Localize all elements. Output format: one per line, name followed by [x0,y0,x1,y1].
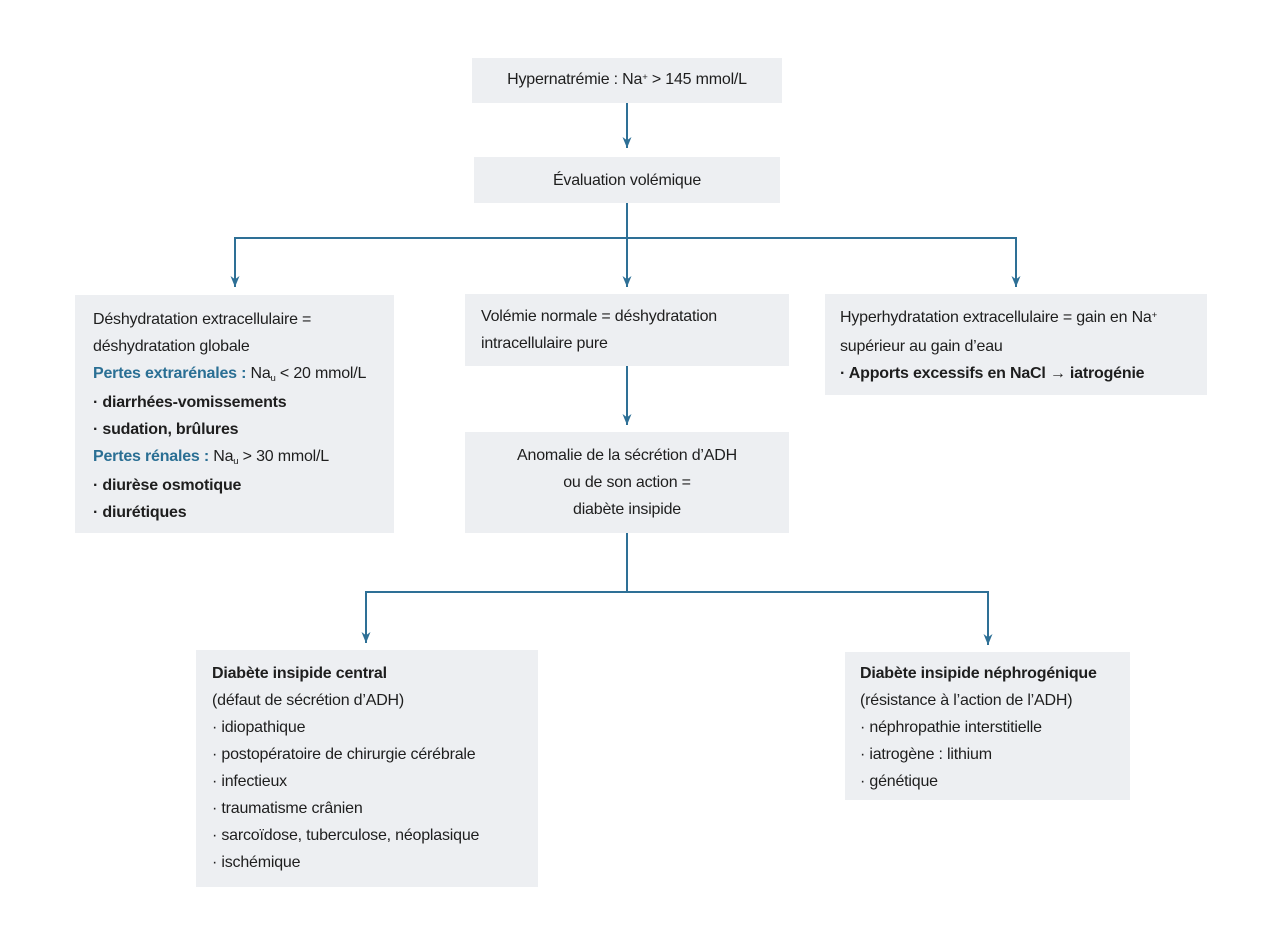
nephrogenic-di-bullet-nephropathy: · néphropathie interstitielle [860,719,1042,736]
central-di-bullet-head-trauma: · traumatisme crânien [212,800,363,817]
extrarenal-threshold: < 20 mmol/L [275,365,367,382]
central-di-subtitle: (défaut de sécrétion d’ADH) [212,692,405,709]
extracellular-line2: déshydratation globale [93,338,250,355]
extracellular-line1: Déshydratation extracellulaire = [93,311,312,328]
normovolemia-line2: intracellulaire pure [481,335,608,352]
nephrogenic-di-bullet-genetic: · génétique [860,773,938,790]
sodium-symbol: Na [208,448,234,465]
adh-line3: diabète insipide [573,501,681,518]
renal-losses-line: Pertes rénales : Nau > 30 mmol/L [93,443,386,472]
normovolemia-line1: Volémie normale = déshydratation [481,308,717,325]
node-volemic-evaluation: Évaluation volémique [474,157,780,203]
hyperhydration-bullet-nacl: · Apports excessifs en NaCl → iatrogénie [840,365,1145,382]
central-di-title: Diabète insipide central [212,665,387,682]
node-nephrogenic-diabetes-insipidus: Diabète insipide néphrogénique (résistan… [845,652,1130,800]
central-di-bullet-idiopathic: · idiopathique [212,719,306,736]
adh-line2: ou de son action = [563,474,691,491]
extrarenal-losses-line: Pertes extrarénales : Nau < 20 mmol/L [93,360,386,389]
node-volemic-evaluation-label: Évaluation volémique [552,171,702,189]
central-di-bullet-postoperative: · postopératoire de chirurgie cérébrale [212,746,476,763]
extrarenal-losses-label: Pertes extrarénales : [93,365,247,382]
node-central-diabetes-insipidus: Diabète insipide central (défaut de sécr… [196,650,538,887]
central-di-bullet-sarcoidosis: · sarcoïdose, tuberculose, néoplasique [212,827,480,844]
sodium-symbol: Na [246,365,271,382]
renal-threshold: > 30 mmol/L [238,448,329,465]
adh-line1: Anomalie de la sécrétion d’ADH [517,447,737,464]
extrarenal-bullet-sweating: · sudation, brûlures [93,421,239,438]
node-extracellular-dehydration: Déshydratation extracellulaire = déshydr… [75,295,394,533]
extrarenal-bullet-diarrhea: · diarrhées-vomissements [93,394,287,411]
hyperhydration-line1: Hyperhydratation extracellulaire = gain … [840,304,1199,333]
urinary-subscript: u [233,456,239,468]
hypernatremia-threshold: > 145 mmol/L [647,71,747,88]
node-hypernatremia: Hypernatrémie : Na+ > 145 mmol/L [472,58,782,103]
hyperhydration-text: Hyperhydratation extracellulaire = gain … [840,309,1152,326]
central-di-bullet-infectious: · infectieux [212,773,287,790]
node-hypernatremia-label: Hypernatrémie : Na+ > 145 mmol/L [507,66,747,95]
sodium-superscript: + [642,71,648,83]
node-adh-anomaly: Anomalie de la sécrétion d’ADH ou de son… [465,432,789,533]
hypernatremia-text: Hypernatrémie : Na [507,71,643,88]
renal-bullet-diuretics: · diurétiques [93,504,187,521]
renal-bullet-osmotic-diuresis: · diurèse osmotique [93,477,242,494]
node-hyperhydration: Hyperhydratation extracellulaire = gain … [825,294,1207,395]
node-normovolemia: Volémie normale = déshydratation intrace… [465,294,789,366]
central-di-bullet-ischemic: · ischémique [212,854,301,871]
renal-losses-label: Pertes rénales : [93,448,209,465]
nephrogenic-di-subtitle: (résistance à l’action de l’ADH) [860,692,1073,709]
nephrogenic-di-title: Diabète insipide néphrogénique [860,665,1097,682]
nephrogenic-di-bullet-lithium: · iatrogène : lithium [860,746,992,763]
urinary-subscript: u [270,373,276,385]
sodium-superscript: + [1151,309,1158,321]
hyperhydration-line2: supérieur au gain d’eau [840,338,1003,355]
